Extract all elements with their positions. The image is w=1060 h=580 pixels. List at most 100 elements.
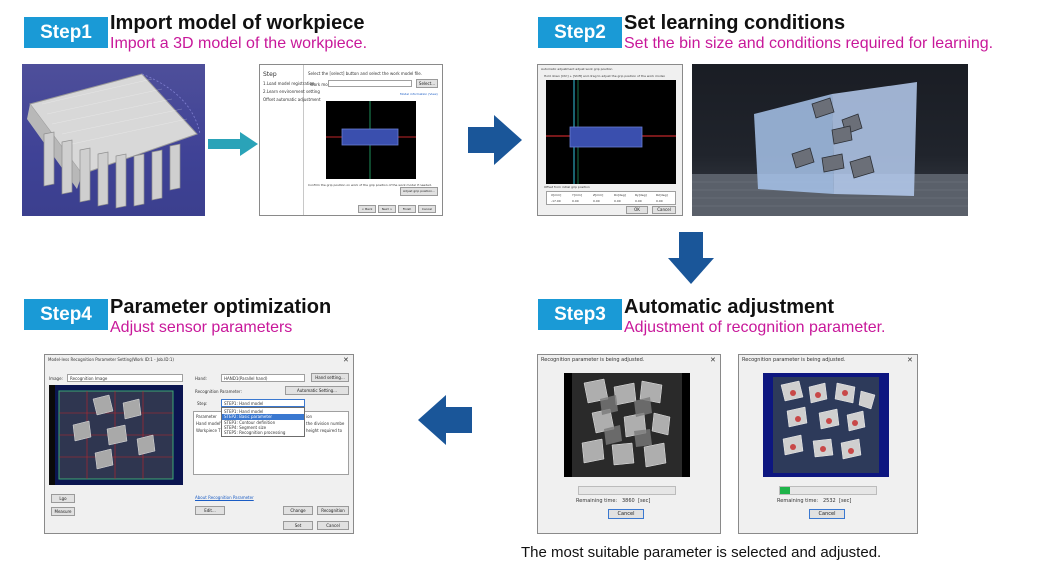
offset-col-header: X[mm] <box>551 193 562 197</box>
recognition-result-graphic <box>773 377 879 473</box>
load-button[interactable]: Lgo <box>51 494 75 503</box>
model-preview-viewport[interactable] <box>326 101 416 179</box>
work-model-label: Work model: <box>310 82 336 87</box>
step1-teal-arrow-icon <box>208 132 258 156</box>
edit-button[interactable]: Edit... <box>195 506 225 515</box>
adjustment-progress-dialog-right: Recognition parameter is being adjusted.… <box>738 354 918 534</box>
step4-badge: Step4 <box>24 299 108 330</box>
hand-select-value: HAND1(Parallel hand) <box>224 376 268 381</box>
parameter-desc: ion <box>306 414 313 419</box>
offset-value[interactable]: -17.00 <box>551 199 561 203</box>
recognition-result-image <box>763 373 889 477</box>
measure-button[interactable]: Measure <box>51 507 75 516</box>
about-recognition-link[interactable]: About Recognition Parameter <box>195 495 254 500</box>
parameter-setting-window: Model-less Recognition Parameter Setting… <box>44 354 354 534</box>
grip-viewport[interactable] <box>546 80 676 184</box>
recognition-image-graphic <box>49 385 174 485</box>
cancel-button[interactable]: Cancel <box>809 509 845 519</box>
finish-button[interactable]: Finish <box>398 205 416 213</box>
model-info-link[interactable]: Model information (View) <box>400 92 438 96</box>
cancel-button[interactable]: Cancel <box>608 509 644 519</box>
recognition-button[interactable]: Recognition <box>317 506 349 515</box>
step-option[interactable]: STEP1: Hand model <box>224 409 264 414</box>
offset-table: X[mm] Y[mm] Z[mm] Rx[deg] Ry[deg] Rz[deg… <box>546 191 676 205</box>
step-option-selected-label: STEP2: Basic parameter <box>224 414 273 419</box>
recognition-parameter-label: Recognition Parameter: <box>195 389 242 394</box>
hand-label: Hand: <box>195 376 207 381</box>
dialog-instruction: Hold down [Ctrl] + [Shift] and drag to a… <box>544 74 666 78</box>
offset-col-header: Ry[deg] <box>635 193 647 197</box>
ok-button[interactable]: OK <box>626 206 648 214</box>
sidebar-item[interactable]: Offset automatic adjustment <box>263 97 321 102</box>
cancel-button[interactable]: Cancel <box>317 521 349 530</box>
sidebar-item[interactable]: 1.Load model registration <box>263 81 315 86</box>
sidebar-item[interactable]: 2.Learn environment setting <box>263 89 320 94</box>
close-icon[interactable]: ✕ <box>907 356 913 364</box>
step-option-selected[interactable]: STEP2: Basic parameter <box>222 414 304 420</box>
step-option[interactable]: STEP4: Segment size <box>224 425 267 430</box>
flow-arrow-left-icon <box>418 395 472 445</box>
offset-col-header: Rx[deg] <box>614 193 626 197</box>
cancel-button[interactable]: Cancel <box>652 206 676 214</box>
depth-image-graphic <box>572 373 682 477</box>
parameter-row: Hand model's <box>196 421 224 426</box>
offset-value[interactable]: 0.00 <box>635 199 642 203</box>
hand-select[interactable]: HAND1(Parallel hand) <box>221 374 305 382</box>
offset-col-header: Z[mm] <box>593 193 604 197</box>
close-icon[interactable]: ✕ <box>343 356 349 364</box>
next-button[interactable]: Next > <box>378 205 396 213</box>
offset-value[interactable]: 0.00 <box>614 199 621 203</box>
step1-badge: Step1 <box>24 17 108 48</box>
offset-value[interactable]: 0.00 <box>593 199 600 203</box>
select-button[interactable]: Select... <box>416 79 438 88</box>
step4-subtitle: Adjust sensor parameters <box>110 319 293 336</box>
step3-caption: The most suitable parameter is selected … <box>521 544 882 561</box>
step3-badge: Step3 <box>538 299 622 330</box>
recognition-image-view[interactable] <box>49 385 183 485</box>
hand-setting-button[interactable]: Hand setting... <box>311 373 349 382</box>
wizard-sidebar: Step 1.Load model registration 2.Learn e… <box>260 65 321 215</box>
automatic-setting-button[interactable]: Automatic Setting... <box>285 386 349 395</box>
step-dropdown-value: STEP1: Hand model <box>224 401 264 406</box>
model-preview-image <box>326 101 416 179</box>
offset-label: Offset from initial grip position <box>544 185 590 189</box>
work-model-path-field[interactable] <box>328 80 412 87</box>
set-button[interactable]: Set <box>283 521 313 530</box>
step2-title: Set learning conditions <box>624 12 846 34</box>
step1-subtitle: Import a 3D model of the workpiece. <box>110 35 368 52</box>
cancel-button[interactable]: Cancel <box>418 205 436 213</box>
step-label: Step: <box>197 401 208 406</box>
parameter-desc: height required to <box>306 428 343 433</box>
step2-badge: Step2 <box>538 17 622 48</box>
model-import-window: Step 1.Load model registration 2.Learn e… <box>259 64 443 216</box>
back-button[interactable]: < Back <box>358 205 376 213</box>
image-select-value: Recognition Image <box>70 376 108 381</box>
grip-viewport-image <box>546 80 676 184</box>
change-button[interactable]: Change <box>283 506 313 515</box>
wizard-header-text: Select the [select] button and select th… <box>308 71 423 76</box>
adjust-grip-button[interactable]: Adjust grip position... <box>400 187 438 196</box>
progress-bar-fill <box>780 487 790 494</box>
offset-value[interactable]: 0.00 <box>572 199 579 203</box>
step-option[interactable]: STEP3: Contour definition <box>224 420 276 425</box>
step-dropdown[interactable]: STEP1: Hand model <box>221 399 305 407</box>
close-icon[interactable]: ✕ <box>710 356 716 364</box>
offset-value[interactable]: 0.00 <box>656 199 663 203</box>
grip-confirm-text: Confirm the grip position on work of the… <box>308 183 432 187</box>
window-title: Model-less Recognition Parameter Setting… <box>48 357 174 362</box>
image-label: Image: <box>49 376 63 381</box>
step3-subtitle: Adjustment of recognition parameter. <box>624 319 886 336</box>
adjustment-progress-dialog-left: Recognition parameter is being adjusted.… <box>537 354 721 534</box>
image-select[interactable]: Recognition Image <box>67 374 183 382</box>
dialog-title: Automatic adjustment adjust work grip po… <box>541 67 613 71</box>
offset-col-header: Y[mm] <box>572 193 583 197</box>
step4-title: Parameter optimization <box>110 296 332 318</box>
recognition-depth-image <box>564 373 690 477</box>
remaining-time-unit: [sec] <box>638 498 651 504</box>
parameter-row: Workpiece T <box>196 428 221 433</box>
step-option[interactable]: STEP5: Recognition processing <box>224 430 286 435</box>
learning-simulation-render <box>692 64 968 216</box>
remaining-time-unit: [sec] <box>839 498 852 504</box>
grip-position-dialog: Automatic adjustment adjust work grip po… <box>537 64 683 216</box>
parameter-row: Parameter <box>196 414 217 419</box>
